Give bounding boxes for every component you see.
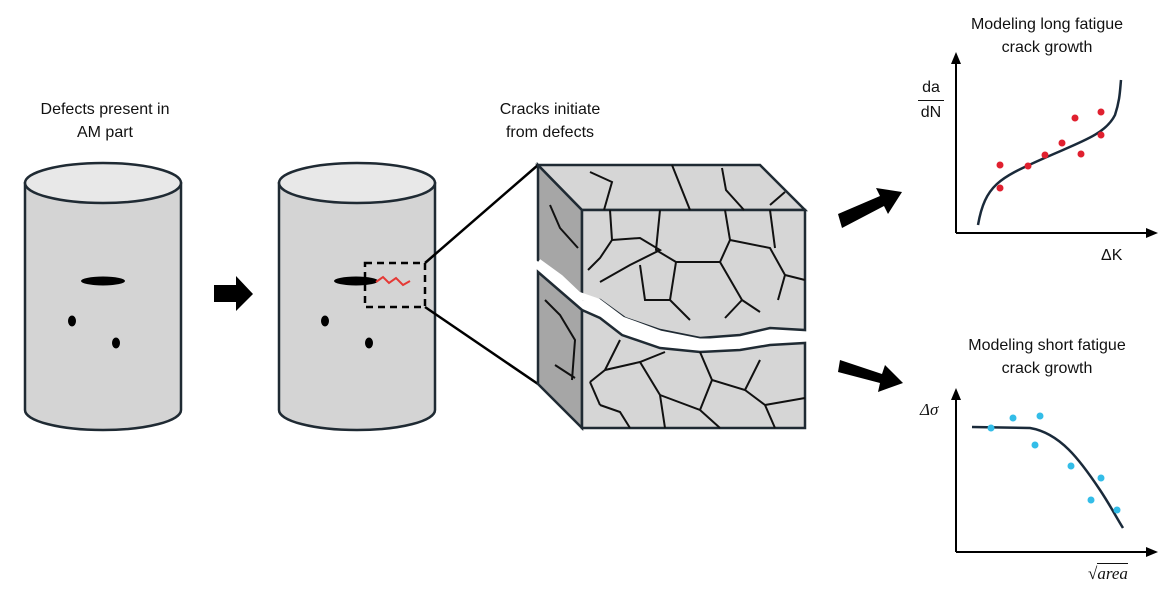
data-point [1114,507,1121,514]
cylinder-intact-top [25,163,181,203]
data-point [1098,109,1105,116]
data-point [1098,475,1105,482]
short-chart-y-arrowhead [951,388,961,400]
long-chart-x-arrowhead [1146,228,1158,238]
cylinder-cracked-body [279,183,435,430]
arrow-to-long-crack [838,188,902,228]
process-arrow [214,276,253,311]
defect-pore [112,338,120,349]
defect-pore [321,316,329,327]
cylinder-intact-body [25,183,181,430]
data-point [1010,415,1017,422]
data-point [1037,413,1044,420]
data-point [1078,151,1085,158]
data-point [1025,163,1032,170]
defect-pore [365,338,373,349]
defect-elongated [81,277,125,286]
cube-top [538,165,805,210]
long-chart-y-arrowhead [951,52,961,64]
long-chart-points [997,109,1105,192]
data-point [1059,140,1066,147]
short-crack-chart [951,388,1158,557]
zoom-line-bottom [425,307,538,384]
data-point [1098,132,1105,139]
cylinder-intact [25,163,181,430]
data-point [1042,152,1049,159]
data-point [997,185,1004,192]
defect-elongated [334,277,378,286]
data-point [1072,115,1079,122]
long-chart-curve [978,80,1121,225]
data-point [1032,442,1039,449]
short-chart-x-arrowhead [1146,547,1158,557]
defect-pore [68,316,76,327]
microstructure-cube [538,165,805,428]
data-point [1068,463,1075,470]
data-point [988,425,995,432]
long-crack-chart [951,52,1158,238]
arrow-to-short-crack [838,360,903,392]
cylinder-cracked [279,163,435,430]
data-point [1088,497,1095,504]
data-point [997,162,1004,169]
zoom-line-top [425,165,538,263]
cylinder-cracked-top [279,163,435,203]
